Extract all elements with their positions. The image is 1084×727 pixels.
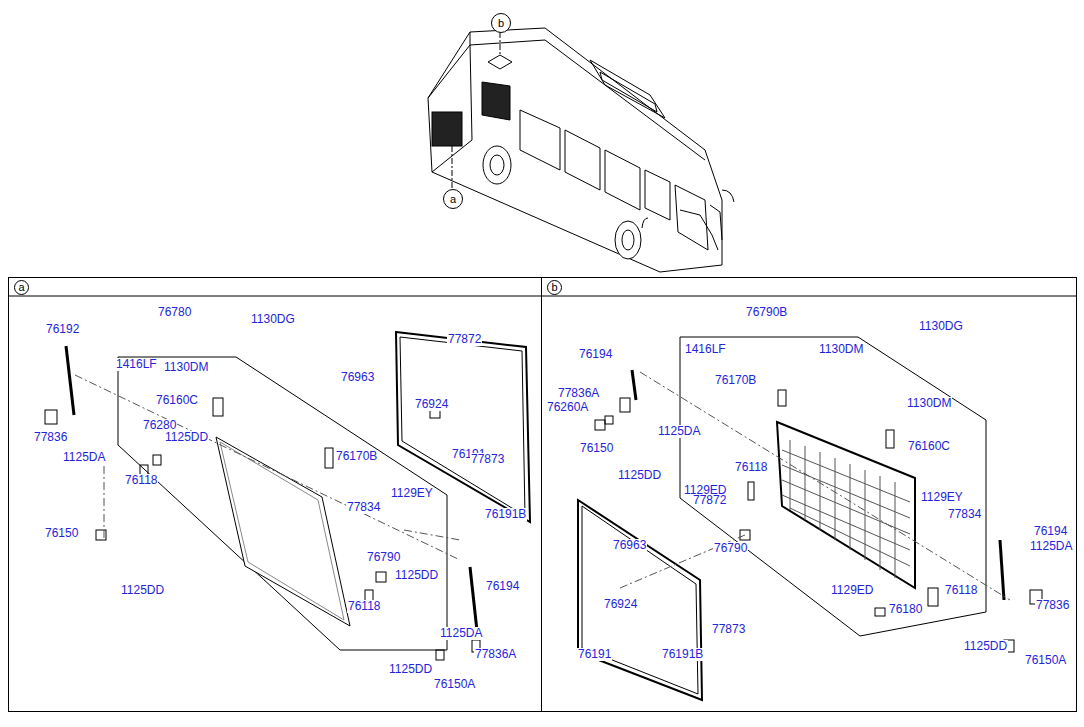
part-number: 1125DD [164,431,209,444]
part-number: 76150 [579,442,614,455]
part-number: 76780 [157,306,192,319]
part-number: 76790 [713,542,748,555]
part-number: 1125DA [62,451,106,464]
part-number: 1130DG [250,313,296,326]
part-number: 76191B [484,508,527,521]
part-number: 77836A [557,387,600,400]
part-number: 76118 [124,474,158,487]
part-number: 76118 [347,600,381,613]
part-number: 1125DD [120,584,165,597]
part-number: 77873 [470,453,505,466]
part-number: 1125DD [388,663,433,676]
part-number: 1416LF [115,358,158,371]
part-number: 1125DD [963,640,1008,653]
part-number: 77836 [1035,599,1070,612]
part-number: 76924 [414,398,449,411]
part-number: 76260A [546,401,589,414]
part-number: 1130DM [818,343,864,356]
part-number: 77873 [711,623,746,636]
panel-letter: a [14,280,29,295]
part-number: 76118 [944,584,978,597]
callout-letter: a [444,190,462,208]
part-number: 1125DA [439,627,483,640]
part-number: 1125DA [657,425,701,438]
part-number: 1125DA [1029,540,1073,553]
part-number: 77836A [474,648,517,661]
part-number: 77836 [33,431,68,444]
part-number: 76170B [335,450,378,463]
part-number: 1125DD [617,469,662,482]
part-number: 1125DD [394,569,439,582]
part-number: 76150 [44,527,79,540]
part-number: 76194 [578,348,613,361]
part-number: 76790 [366,551,401,564]
part-number: 1129ED [830,584,874,597]
part-number: 77872 [447,333,482,346]
part-number: 76191B [661,648,704,661]
callout-circle: b [491,13,511,33]
part-number: 76150A [433,678,476,691]
part-number: 76194 [485,580,520,593]
part-number: 76963 [612,539,647,552]
part-number: 77834 [947,508,982,521]
part-number: 77834 [346,501,381,514]
part-number: 1416LF [684,343,727,356]
part-number: 76118 [734,461,768,474]
part-number: 1130DG [918,320,964,333]
part-number: 1130DM [906,397,952,410]
part-number: 1129EY [920,491,964,504]
part-number: 76180 [888,603,923,616]
part-number: 76160C [907,440,951,453]
part-number: 76790B [745,306,788,319]
part-number: 1129EY [390,487,434,500]
part-number: 76191 [577,648,612,661]
part-number: 76160C [155,394,199,407]
part-number: 76150A [1024,654,1067,667]
callout-letter: b [492,14,510,32]
part-number: 77872 [692,494,727,507]
part-number: 76194 [1033,525,1068,538]
part-number: 76192 [45,323,80,336]
part-number: 76963 [340,371,375,384]
part-number: 76170B [714,374,757,387]
part-number: 76924 [603,598,638,611]
part-number: 1130DM [163,361,209,374]
panel-letter: b [547,280,562,295]
callout-circle: a [443,189,463,209]
